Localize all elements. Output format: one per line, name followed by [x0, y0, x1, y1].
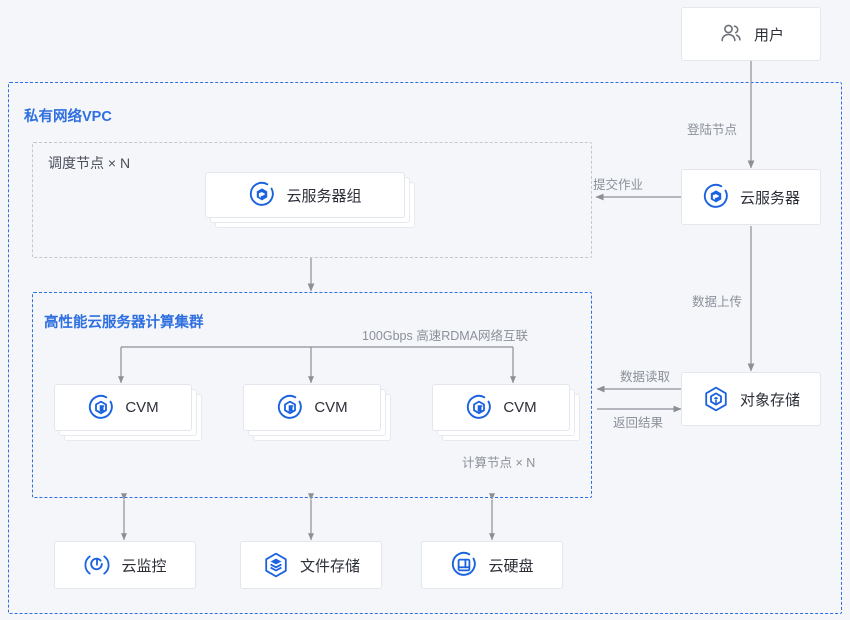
edge-label-data-upload: 数据上传 — [692, 295, 743, 309]
node-cvm-2[interactable]: CVM — [243, 384, 403, 446]
region-scheduler-title: 调度节点 × N — [48, 155, 131, 171]
edge-label-return-result: 返回结果 — [613, 416, 664, 430]
edge-label-compute-nodes: 计算节点 × N — [462, 456, 536, 470]
cvm-icon — [467, 394, 492, 419]
object-storage-icon — [705, 386, 727, 412]
node-cvm-3[interactable]: CVM — [432, 384, 592, 446]
node-object-storage[interactable]: 对象存储 — [681, 372, 821, 426]
file-storage-icon — [265, 552, 287, 578]
node-cloud-server-group-label: 云服务器组 — [286, 187, 362, 205]
node-file-storage[interactable]: 文件存储 — [240, 541, 382, 589]
edge-label-data-read: 数据读取 — [620, 370, 671, 384]
node-cvm-1-face[interactable]: CVM — [54, 384, 192, 431]
node-cvm-1[interactable]: CVM — [54, 384, 214, 446]
edge-label-login-node: 登陆节点 — [687, 123, 738, 137]
node-cloud-monitor[interactable]: 云监控 — [54, 541, 196, 589]
node-cloud-server-label: 云服务器 — [739, 189, 800, 207]
node-cloud-server-group-face[interactable]: 云服务器组 — [205, 172, 405, 218]
region-vpc — [8, 82, 842, 614]
cloud-disk-icon — [452, 551, 477, 576]
cvm-icon — [89, 394, 114, 419]
cvm-icon — [278, 394, 303, 419]
node-object-storage-label: 对象存储 — [739, 391, 800, 409]
node-cvm-2-label: CVM — [314, 399, 348, 416]
cloud-monitor-icon — [84, 555, 110, 575]
node-user[interactable]: 用户 — [681, 7, 821, 61]
node-file-storage-label: 文件存储 — [299, 557, 360, 575]
node-cloud-disk-label: 云硬盘 — [488, 557, 534, 575]
node-cloud-server[interactable]: 云服务器 — [681, 169, 821, 225]
node-cloud-server-group[interactable]: 云服务器组 — [205, 172, 427, 238]
node-cvm-3-face[interactable]: CVM — [432, 384, 570, 431]
node-cloud-monitor-label: 云监控 — [121, 557, 167, 575]
cloud-server-icon — [703, 183, 728, 208]
node-cvm-3-label: CVM — [503, 399, 537, 416]
cloud-server-icon — [250, 181, 275, 206]
node-cvm-2-face[interactable]: CVM — [243, 384, 381, 431]
region-compute-cluster-title: 高性能云服务器计算集群 — [44, 315, 204, 331]
node-cvm-1-label: CVM — [125, 399, 159, 416]
region-vpc-title: 私有网络VPC — [24, 109, 112, 125]
node-cloud-disk[interactable]: 云硬盘 — [421, 541, 563, 589]
users-icon — [721, 24, 741, 42]
edge-label-rdma: 100Gbps 高速RDMA网络互联 — [362, 329, 529, 343]
node-user-label: 用户 — [753, 26, 784, 44]
region-scheduler — [32, 142, 592, 258]
edge-label-submit-job: 提交作业 — [593, 178, 644, 192]
